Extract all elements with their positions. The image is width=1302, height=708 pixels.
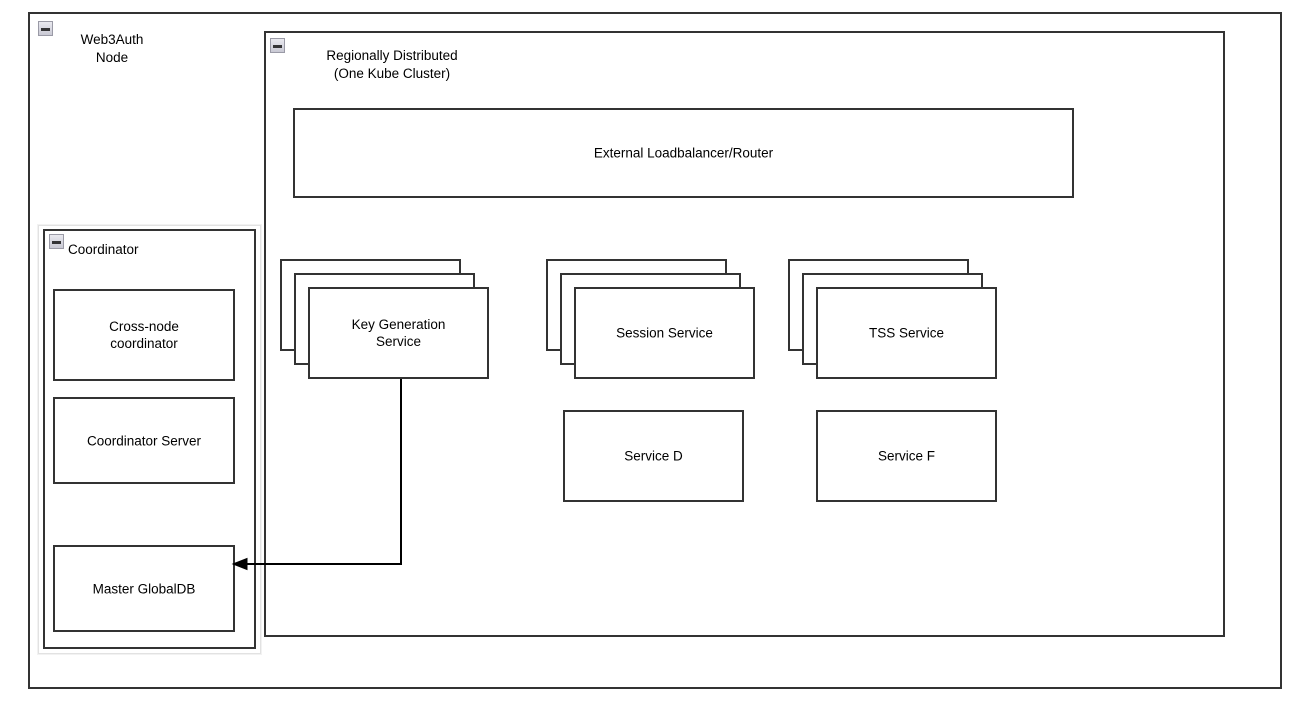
node-label-tss-service: TSS Service [868, 325, 945, 341]
stack-layer-front[interactable]: TSS Service [816, 287, 997, 379]
node-label-session-service: Session Service [616, 325, 713, 341]
node-service-d[interactable]: Service D [563, 410, 744, 502]
collapse-minus-icon-kube-cluster[interactable] [270, 38, 285, 53]
node-label-coordinator-server: Coordinator Server [86, 433, 202, 448]
node-external-loadbalancer[interactable]: External Loadbalancer/Router [293, 108, 1074, 198]
node-label-external-loadbalancer: External Loadbalancer/Router [593, 145, 774, 161]
stack-layer-front[interactable]: Session Service [574, 287, 755, 379]
collapse-minus-icon-coordinator[interactable] [49, 234, 64, 249]
node-service-f[interactable]: Service F [816, 410, 997, 502]
node-coordinator-server[interactable]: Coordinator Server [53, 397, 235, 484]
collapse-minus-icon-web3auth-node[interactable] [38, 21, 53, 36]
node-master-globaldb[interactable]: Master GlobalDB [53, 545, 235, 632]
node-cross-node-coordinator[interactable]: Cross-node coordinator [53, 289, 235, 381]
group-label-kube-cluster: Regionally Distributed (One Kube Cluster… [326, 48, 458, 81]
node-label-cross-node-coordinator: Cross-node coordinator [109, 319, 179, 351]
node-label-service-d: Service D [624, 448, 683, 464]
group-label-coordinator: Coordinator [68, 242, 139, 257]
stack-layer-front[interactable]: Key Generation Service [308, 287, 489, 379]
node-label-key-generation-service: Key Generation Service [351, 317, 446, 349]
node-label-master-globaldb: Master GlobalDB [92, 581, 196, 596]
node-label-service-f: Service F [877, 448, 935, 464]
group-label-web3auth-node: Web3Auth Node [80, 32, 144, 65]
